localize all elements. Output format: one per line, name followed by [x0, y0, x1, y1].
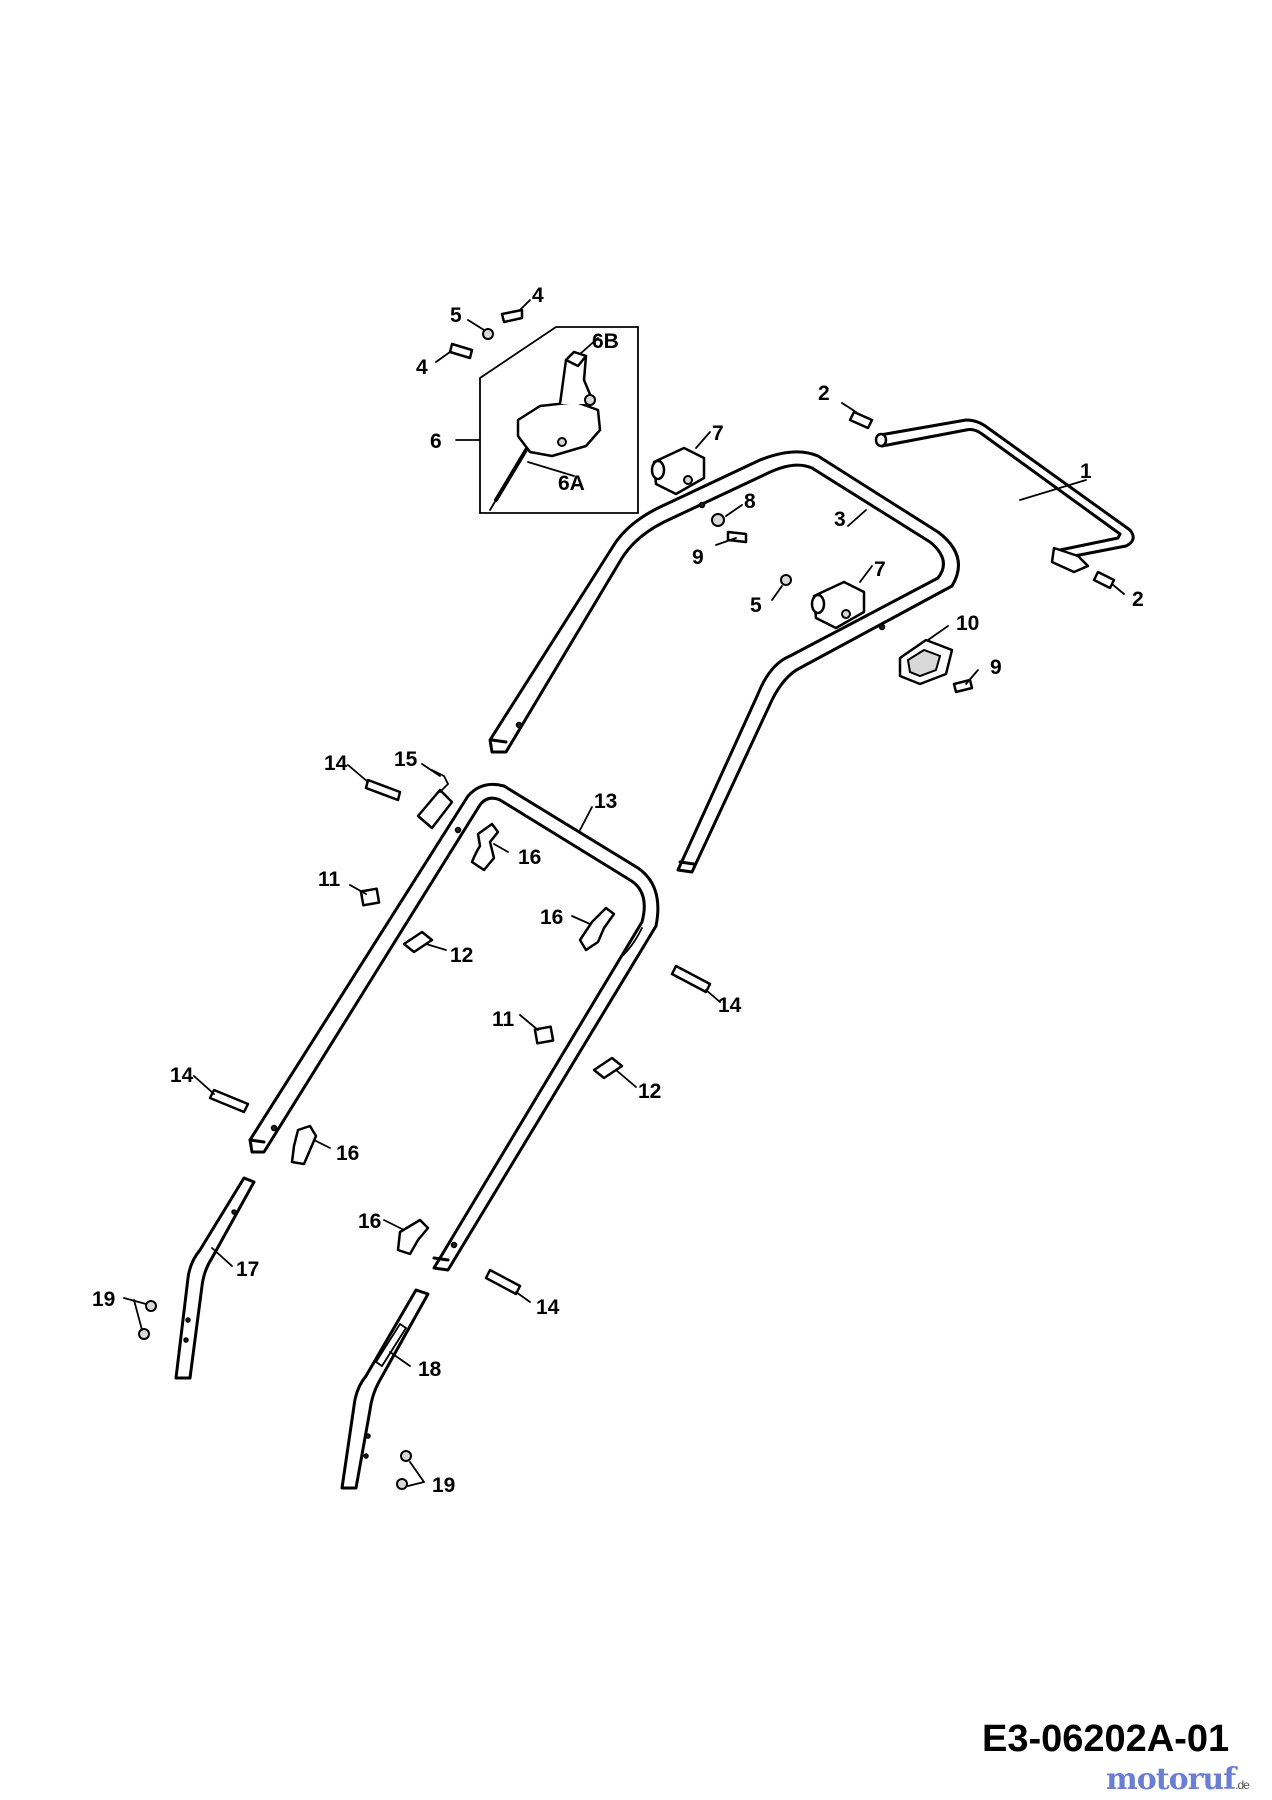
top-bar-part	[874, 418, 1135, 574]
callout-19: 19	[92, 1288, 115, 1311]
callout-6a: 6A	[558, 472, 585, 495]
lower-handle-part	[248, 782, 660, 1272]
callout-10: 10	[956, 612, 979, 635]
callout-3: 3	[834, 508, 846, 531]
leader-lines	[123, 299, 1125, 1487]
callout-12: 12	[450, 944, 473, 967]
callout-15: 15	[394, 748, 418, 771]
callout-5: 5	[750, 594, 762, 617]
callout-14: 14	[324, 752, 348, 775]
callout-6b: 6B	[592, 330, 619, 353]
callout-11: 11	[492, 1008, 515, 1031]
lower-tube-right-part	[340, 1288, 430, 1490]
callout-9: 9	[692, 546, 704, 569]
watermark-logo: motoruf.de	[1106, 1762, 1250, 1797]
callout-7: 7	[874, 558, 886, 581]
lower-tube-left-part	[174, 1176, 256, 1380]
callout-2: 2	[818, 382, 830, 405]
callout-17: 17	[236, 1258, 259, 1281]
callout-4: 4	[532, 284, 544, 307]
lever-inset	[455, 326, 639, 514]
callout-4: 4	[416, 356, 428, 379]
callout-6: 6	[430, 430, 442, 453]
watermark-name: motoruf	[1106, 1762, 1236, 1797]
callout-16: 16	[518, 846, 541, 869]
callout-13: 13	[594, 790, 617, 813]
callout-12: 12	[638, 1080, 661, 1103]
cable-guide-part	[898, 638, 954, 686]
callout-16: 16	[540, 906, 563, 929]
control-lever-part	[489, 350, 602, 511]
callout-1: 1	[1080, 460, 1092, 483]
wing-knob-part	[290, 822, 616, 1256]
callout-5: 5	[450, 304, 462, 327]
upper-handle-part	[488, 450, 960, 874]
clamp-part	[810, 580, 866, 630]
callout-11: 11	[318, 868, 341, 891]
callout-16: 16	[336, 1142, 359, 1165]
watermark-tld: .de	[1235, 1778, 1250, 1792]
callout-9: 9	[990, 656, 1002, 679]
callout-2: 2	[1132, 588, 1144, 611]
callout-8: 8	[744, 490, 756, 513]
callout-labels: 1 2 2 3 4 4 5 5 6 6A 6B 7 7 8 9 9 10 11 …	[92, 284, 1144, 1497]
callout-18: 18	[418, 1358, 442, 1381]
callout-19: 19	[432, 1474, 455, 1497]
fasteners	[138, 308, 1116, 1490]
clamp-part	[650, 446, 706, 496]
callout-16: 16	[358, 1210, 381, 1233]
callout-14: 14	[170, 1064, 194, 1087]
callout-14: 14	[718, 994, 742, 1017]
callout-7: 7	[712, 422, 724, 445]
callout-14: 14	[536, 1296, 560, 1319]
diagram-code: E3-06202A-01	[982, 1718, 1230, 1760]
